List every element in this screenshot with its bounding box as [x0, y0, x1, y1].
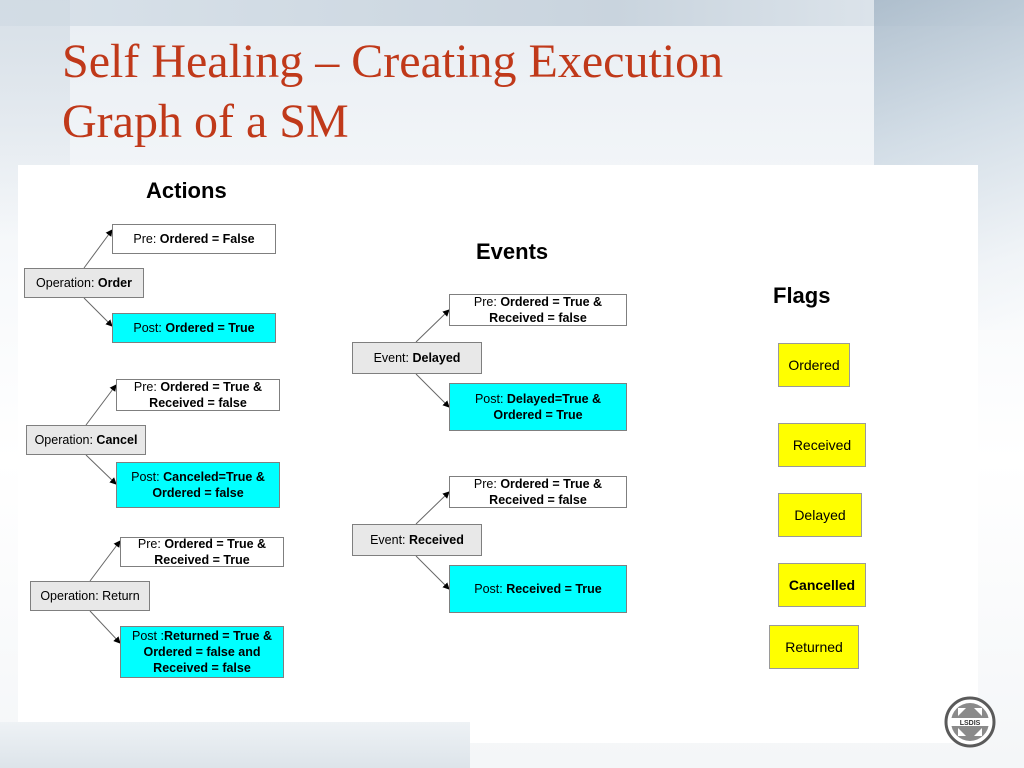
connector-cancel-pre [85, 384, 117, 426]
connector-delayed-pre [415, 309, 450, 343]
cancel-pre-condition-box: Pre: Ordered = True & Received = false [116, 379, 280, 411]
order-post-condition-box: Post: Ordered = True [112, 313, 276, 343]
operation-name: Cancel [96, 433, 138, 447]
pre-label: Pre: [133, 380, 161, 394]
delayed-post-condition-box: Post: Delayed=True & Ordered = True [449, 383, 627, 431]
flag-ordered: Ordered [778, 343, 850, 387]
flags-heading: Flags [773, 283, 831, 308]
cancel-post-condition-box: Post: Canceled=True & Ordered = false [116, 462, 280, 508]
event-label: Event: [373, 351, 413, 365]
post-condition-text: Canceled=True & Ordered = false [152, 470, 265, 500]
received-post-condition-box: Post: Received = True [449, 565, 627, 613]
logo-text: LSDIS [960, 720, 981, 727]
received-pre-condition-box: Pre: Ordered = True & Received = false [449, 476, 627, 508]
flag-received: Received [778, 423, 866, 467]
flag-cancelled: Cancelled [778, 563, 866, 607]
post-label: Post: [474, 582, 507, 596]
post-condition-text: Delayed=True & Ordered = True [493, 392, 602, 422]
slide-title: Self Healing – Creating Execution Graph … [62, 32, 922, 152]
pre-condition-text: Ordered = False [159, 232, 255, 246]
post-condition-text: Received = True [506, 582, 602, 596]
return-pre-condition-box: Pre: Ordered = True & Received = True [120, 537, 284, 567]
operation-cancel-node: Operation: Cancel [26, 425, 146, 455]
event-delayed-node: Event: Delayed [352, 342, 482, 374]
event-label: Event: [370, 533, 409, 547]
delayed-pre-condition-box: Pre: Ordered = True & Received = false [449, 294, 627, 326]
actions-heading: Actions [146, 178, 227, 203]
connector-return-pre [89, 540, 121, 582]
connector-received-pre [415, 491, 450, 525]
pre-condition-text: Ordered = True & Received = True [154, 537, 267, 567]
arrows-compass-logo-icon: LSDIS [944, 696, 996, 748]
post-condition-text: Returned = True & Ordered = false and Re… [143, 629, 272, 675]
connector-received-post [415, 555, 450, 590]
pre-label: Pre: [473, 295, 501, 309]
operation-name: Order [97, 276, 132, 290]
pre-condition-text: Ordered = True & Received = false [489, 477, 603, 507]
post-label: Post : [132, 629, 164, 643]
flag-returned: Returned [769, 625, 859, 669]
slide-title-line-1: Self Healing – Creating Execution [62, 35, 724, 88]
pre-label: Pre: [137, 537, 165, 551]
operation-label: Operation: Return [40, 589, 140, 603]
pre-condition-text: Ordered = True & Received = false [149, 380, 263, 410]
post-label: Post: [133, 321, 166, 335]
operation-label: Operation: [34, 433, 97, 447]
pre-label: Pre: [473, 477, 501, 491]
events-heading: Events [476, 239, 549, 264]
event-name: Received [409, 533, 464, 547]
event-name: Delayed [412, 351, 461, 365]
operation-order-node: Operation: Order [24, 268, 144, 298]
order-pre-condition-box: Pre: Ordered = False [112, 224, 276, 254]
connector-delayed-post [415, 373, 450, 408]
pre-condition-text: Ordered = True & Received = false [489, 295, 603, 325]
background-bottom-band [0, 722, 470, 768]
pre-label: Pre: [133, 232, 160, 246]
post-condition-text: Ordered = True [165, 321, 255, 335]
connector-return-post [89, 610, 121, 644]
slide-title-line-2: Graph of a SM [62, 95, 349, 148]
operation-return-node: Operation: Return [30, 581, 150, 611]
connector-order-pre [83, 229, 113, 269]
event-received-node: Event: Received [352, 524, 482, 556]
flag-delayed: Delayed [778, 493, 862, 537]
connector-order-post [83, 297, 113, 327]
post-label: Post: [131, 470, 164, 484]
background-top-band [0, 0, 1024, 26]
return-post-condition-box: Post :Returned = True & Ordered = false … [120, 626, 284, 678]
post-label: Post: [474, 392, 507, 406]
connector-cancel-post [85, 454, 117, 485]
operation-label: Operation: [36, 276, 98, 290]
